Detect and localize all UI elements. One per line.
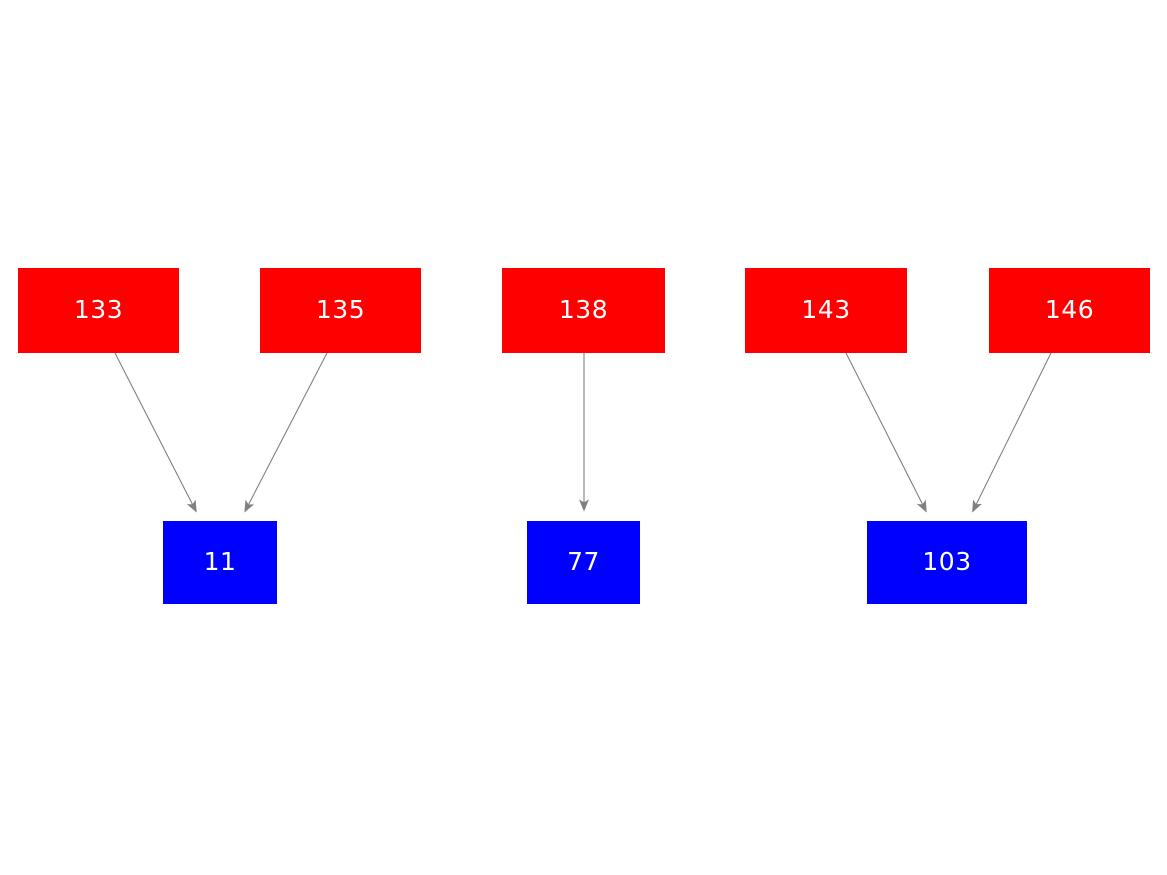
graph-node-label: 11: [203, 547, 237, 576]
graph-node-133[interactable]: 133: [18, 268, 179, 353]
graph-node-label: 103: [922, 547, 972, 576]
graph-edge: [244, 352, 328, 513]
graph-edge: [972, 352, 1052, 513]
graph-node-label: 146: [1044, 295, 1095, 324]
graph-node-103[interactable]: 103: [867, 521, 1027, 604]
graph-node-143[interactable]: 143: [745, 268, 907, 353]
graph-edge: [845, 352, 927, 513]
graph-node-label: 77: [567, 547, 600, 576]
graph-node-label: 135: [315, 295, 366, 324]
graph-node-label: 143: [801, 295, 851, 324]
graph-edge: [114, 352, 197, 513]
edges-group: [114, 352, 1052, 513]
graph-node-138[interactable]: 138: [502, 268, 665, 353]
graph-node-77[interactable]: 77: [527, 521, 640, 604]
graph-node-146[interactable]: 146: [989, 268, 1150, 353]
graph-node-11[interactable]: 11: [163, 521, 277, 604]
graph-node-label: 133: [73, 295, 124, 324]
graph-node-label: 138: [558, 295, 609, 324]
graph-node-135[interactable]: 135: [260, 268, 421, 353]
